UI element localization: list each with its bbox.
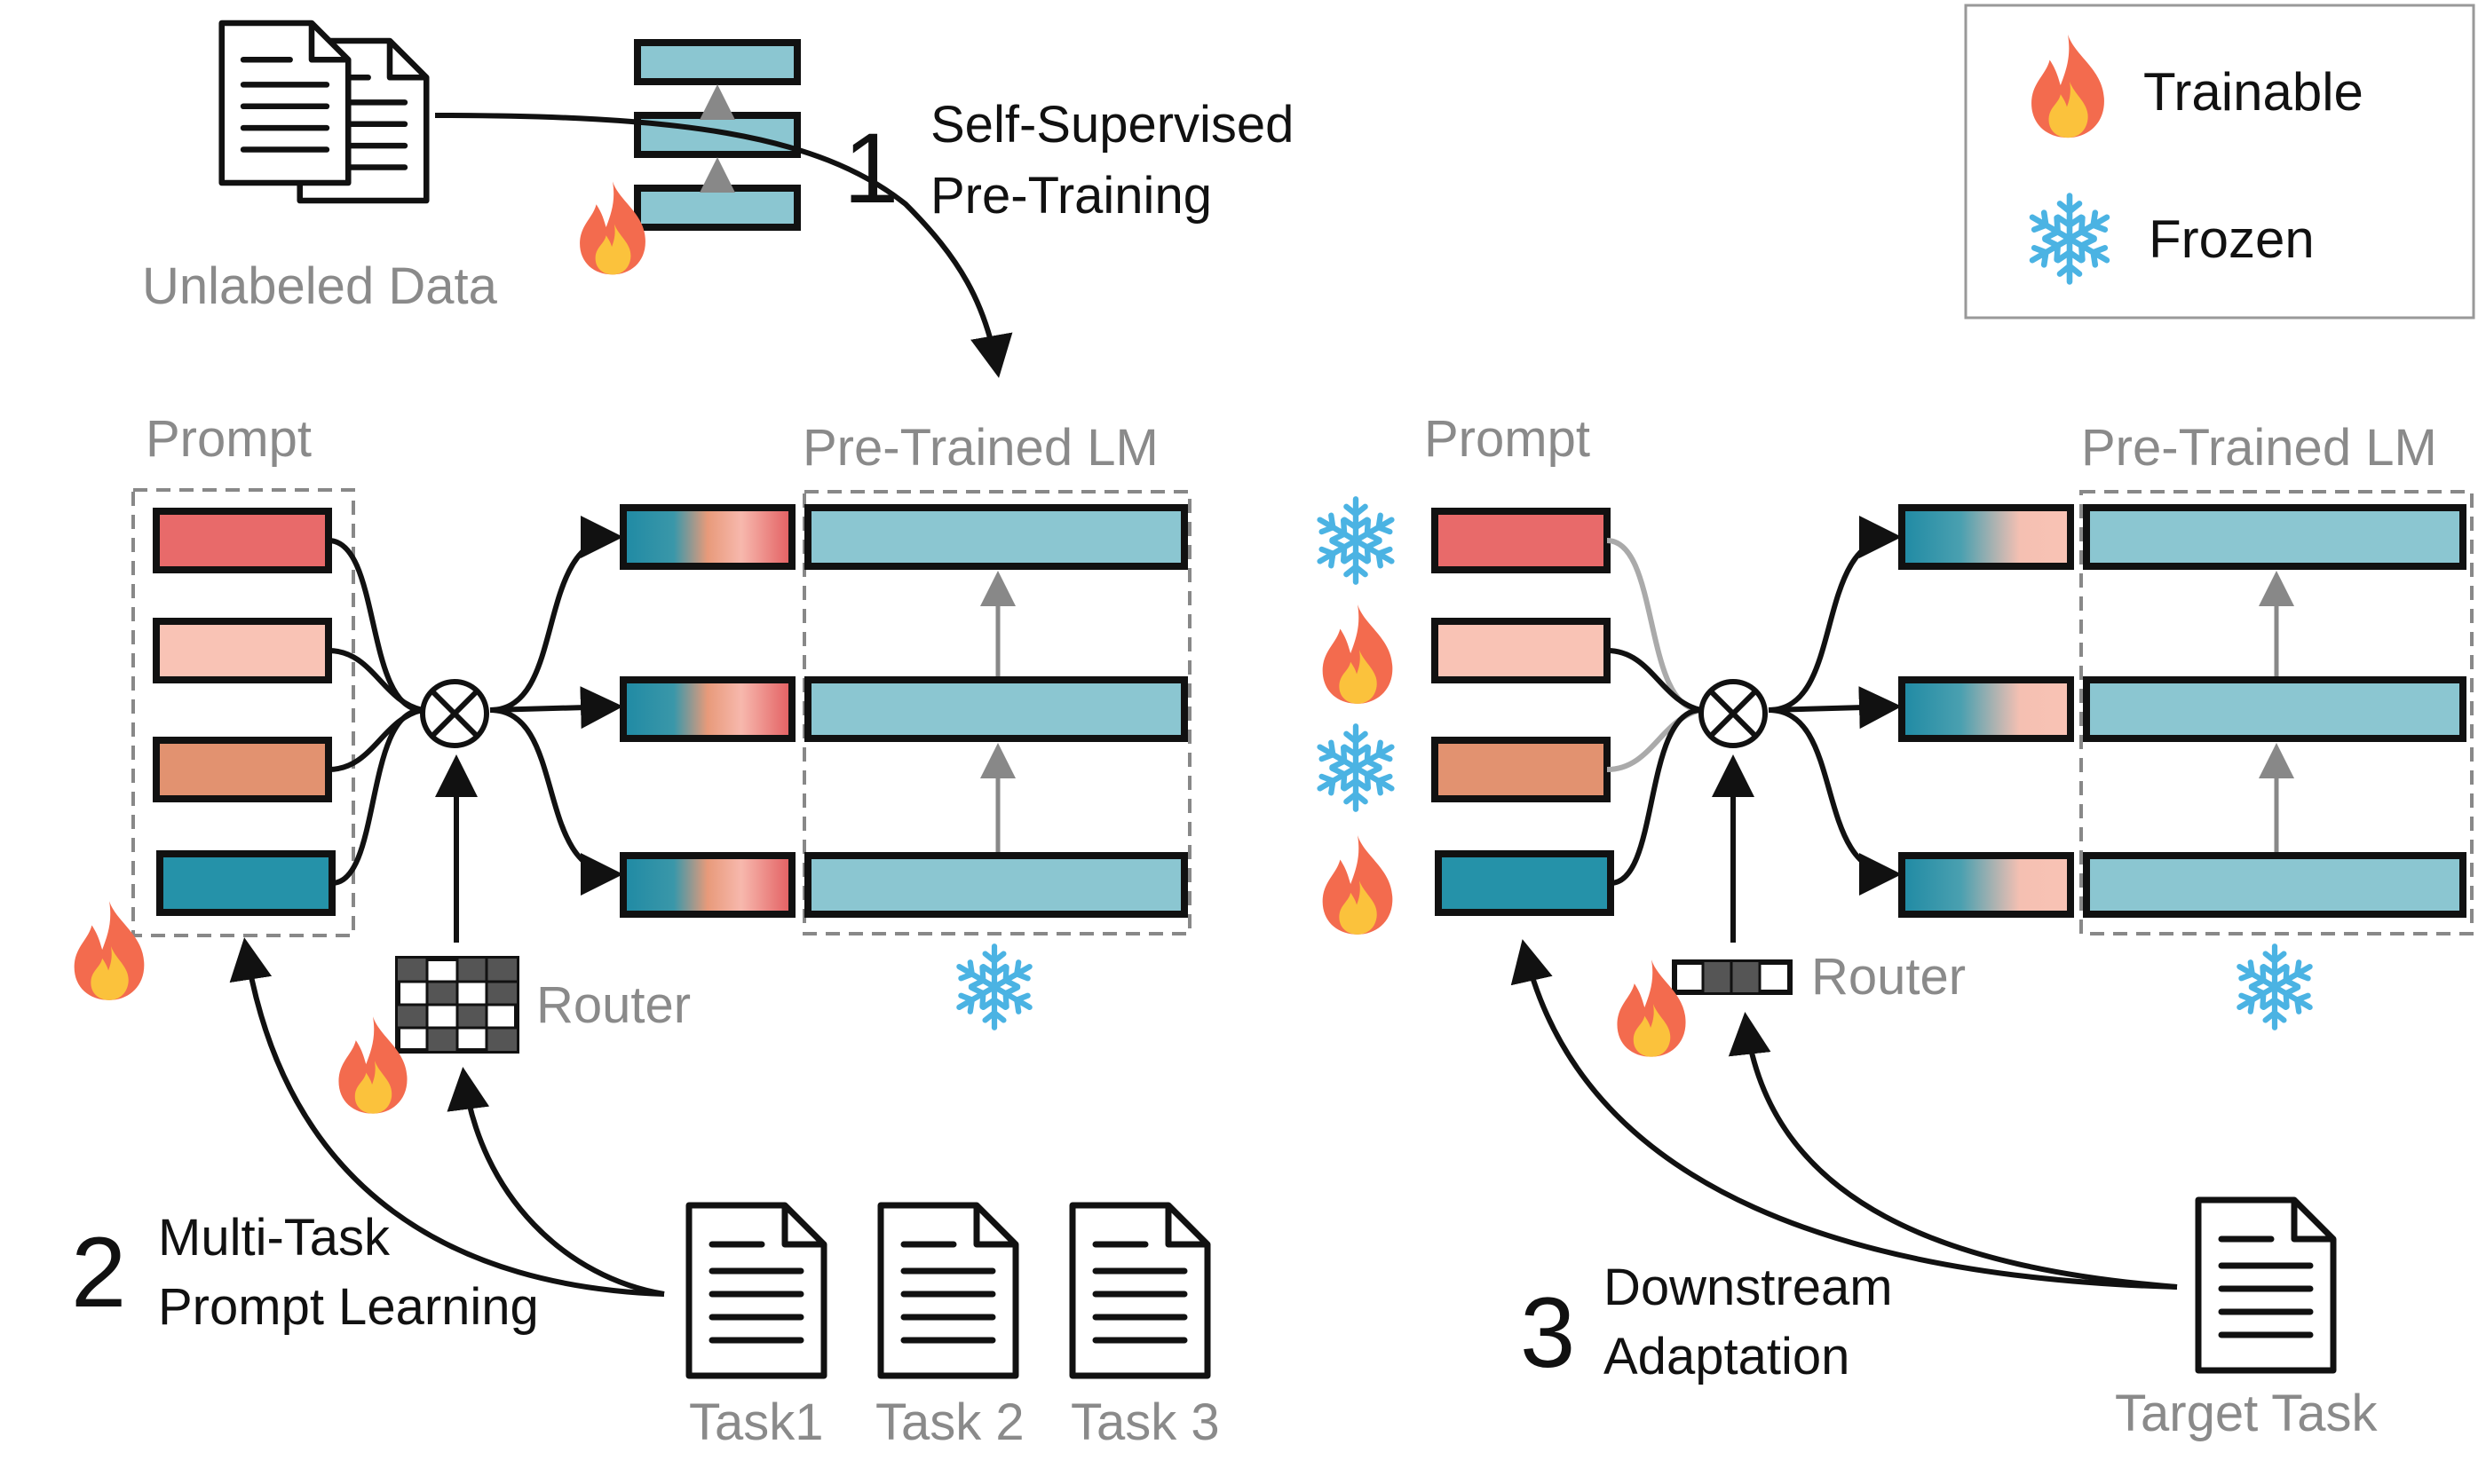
combine-to-target-soft-prompts — [1768, 516, 1902, 896]
prompt-pool-box — [131, 488, 355, 937]
pretraining-arrow — [434, 113, 1013, 378]
prompt-label: Prompt — [1424, 410, 1590, 468]
task-arrows — [229, 937, 665, 1297]
target-task-arrows — [1510, 939, 2178, 1290]
task1-label: Task1 — [689, 1393, 824, 1451]
pretrained-lm-label: Pre-Trained LM — [2081, 419, 2437, 477]
step-1-line2: Pre-Training — [930, 167, 1212, 225]
small-lm-stack — [634, 39, 801, 231]
legend-trainable: Trainable — [2143, 62, 2363, 122]
target-task-document-icon — [2198, 1200, 2333, 1370]
prompt-to-combine-lines — [328, 538, 424, 886]
snowflake-icon — [1314, 499, 1397, 581]
snowflake-icon — [954, 946, 1035, 1028]
step-1-number: 1 — [843, 113, 899, 224]
flame-icon — [1322, 835, 1393, 935]
target-prompt-lines — [1606, 538, 1702, 886]
step-2-number: 2 — [71, 1217, 126, 1328]
router-label: Router — [1811, 948, 1966, 1006]
task3-label: Task 3 — [1071, 1393, 1220, 1451]
prompt-pool — [153, 508, 336, 916]
task3-document-icon — [1073, 1205, 1207, 1376]
soft-prompts — [620, 504, 796, 918]
router-vector-icon — [1672, 959, 1793, 995]
step-3-line1: Downstream — [1603, 1259, 1893, 1316]
lm-layers — [804, 504, 1188, 918]
legend-frozen: Frozen — [2149, 209, 2315, 269]
target-prompts — [1431, 508, 1614, 916]
lm-layers — [2083, 504, 2466, 918]
circle-times-icon — [423, 682, 487, 746]
router-matrix-icon — [395, 956, 519, 1054]
task2-document-icon — [881, 1205, 1016, 1376]
target-soft-prompts — [1898, 504, 2074, 918]
step-3-line2: Adaptation — [1603, 1328, 1849, 1385]
step-2-line2: Prompt Learning — [158, 1278, 539, 1336]
step-2-line1: Multi-Task — [158, 1209, 391, 1267]
task1-document-icon — [689, 1205, 824, 1376]
snowflake-icon — [1314, 726, 1397, 809]
task2-label: Task 2 — [875, 1393, 1025, 1451]
prompt-label: Prompt — [146, 410, 312, 468]
combine-to-soft-prompts — [489, 516, 623, 896]
unlabeled-data-icon — [222, 23, 427, 201]
legend: Trainable Frozen — [1964, 4, 2475, 320]
target-task-label: Target Task — [2115, 1385, 2379, 1442]
snowflake-icon — [2234, 946, 2316, 1028]
circle-times-icon — [1701, 682, 1765, 746]
router-label: Router — [536, 976, 691, 1034]
lm-box — [2079, 490, 2474, 935]
unlabeled-data-label: Unlabeled Data — [142, 257, 498, 315]
pretrained-lm-label: Pre-Trained LM — [803, 419, 1159, 477]
step-1-line1: Self-Supervised — [930, 96, 1294, 154]
flame-icon — [1322, 604, 1393, 704]
step-3-number: 3 — [1520, 1277, 1575, 1388]
